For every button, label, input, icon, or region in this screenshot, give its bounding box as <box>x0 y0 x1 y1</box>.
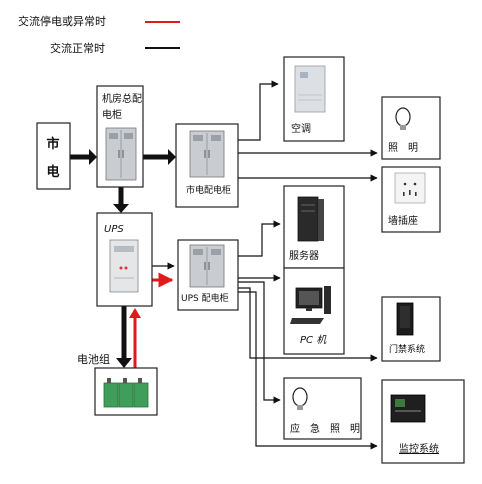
wire-to-access <box>238 287 378 362</box>
cabinet-icon <box>189 244 225 288</box>
arrow-main-mains <box>168 149 176 165</box>
ups-label: UPS <box>104 224 124 235</box>
lighting-frame <box>381 96 441 160</box>
main-cabinet-label-1: 机房总配 <box>102 92 142 105</box>
main-cabinet-box: 机房总配 电柜 <box>96 85 144 188</box>
monitoring-box: 监控系统 <box>381 379 465 464</box>
server-tower-icon <box>297 196 324 242</box>
emergency-lighting-label: 应 急 照 明 <box>290 422 360 435</box>
battery-label: 电池组 <box>77 352 110 366</box>
ups-cabinet-box: UPS 配电柜 <box>177 239 239 311</box>
cabinet-icon <box>189 130 225 178</box>
socket-box: 墙插座 <box>381 166 441 233</box>
ups-box: UPS <box>96 212 153 307</box>
air-conditioner-icon <box>294 65 326 113</box>
arrow-ups-battery <box>116 358 132 368</box>
city-power-frame <box>36 122 71 190</box>
ac-label: 空调 <box>291 122 311 135</box>
card-reader-icon <box>396 302 414 336</box>
arrow-battery-ups <box>129 308 141 318</box>
air-conditioner-box: 空调 <box>283 56 345 142</box>
city-power-box: 市 电 <box>36 122 71 190</box>
socket-label: 墙插座 <box>388 214 418 227</box>
wire-to-monitoring <box>238 291 378 450</box>
camera-dvr-icon <box>390 394 426 423</box>
main-cabinet-label-2: 电柜 <box>102 108 122 121</box>
battery-icon <box>103 378 149 408</box>
access-control-label: 门禁系统 <box>389 343 425 355</box>
ups-cabinet-icon <box>109 239 139 293</box>
wire-to-emergency <box>238 281 281 404</box>
city-power-label-1: 市 <box>46 136 59 152</box>
ups-cabinet-label: UPS 配电柜 <box>181 292 229 304</box>
arrow-main-ups <box>113 204 129 213</box>
lighting-label: 照 明 <box>388 142 418 154</box>
wire-to-ac <box>238 80 279 141</box>
access-control-box: 门禁系统 <box>381 296 441 362</box>
bulb-icon <box>395 107 411 130</box>
cabinet-icon <box>105 127 137 181</box>
wire-to-server <box>238 220 281 257</box>
arrow-city-main <box>89 149 97 165</box>
emergency-lighting-box: 应 急 照 明 <box>283 377 362 440</box>
lighting-box: 照 明 <box>381 96 441 160</box>
legend: 交流停电或异常时 交流正常时 <box>18 14 180 55</box>
legend-abnormal-label: 交流停电或异常时 <box>18 14 106 28</box>
pc-box: PC 机 <box>283 267 345 355</box>
pc-label: PC 机 <box>300 334 327 346</box>
server-label: 服务器 <box>289 249 319 262</box>
pc-frame <box>283 267 345 355</box>
server-box: 服务器 <box>283 185 345 269</box>
monitoring-label: 监控系统 <box>399 442 439 455</box>
city-power-label-2: 电 <box>46 164 59 180</box>
wires <box>70 80 378 450</box>
legend-normal-label: 交流正常时 <box>50 41 105 55</box>
socket-icon <box>394 172 426 204</box>
battery-box: 电池组 <box>77 352 158 416</box>
mains-cabinet-box: 市电配电柜 <box>175 123 239 208</box>
mains-cabinet-label: 市电配电柜 <box>186 184 231 196</box>
emergency-lighting-frame <box>283 377 362 440</box>
bulb-icon <box>292 387 308 410</box>
pc-icon <box>290 286 331 324</box>
